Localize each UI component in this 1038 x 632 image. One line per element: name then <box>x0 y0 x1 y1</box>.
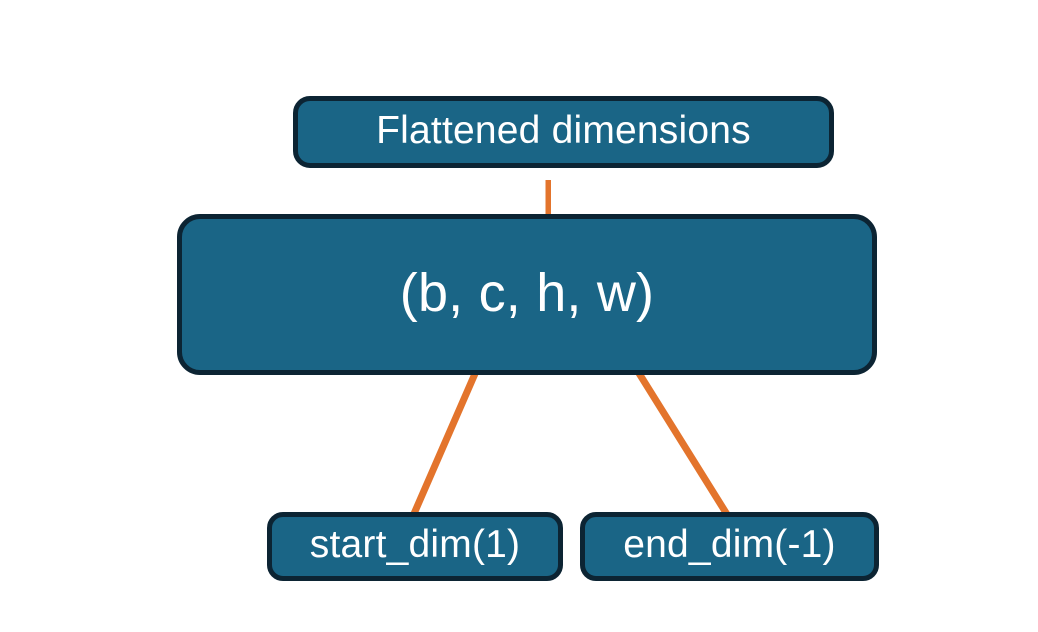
node-end-dim-label: end_dim(-1) <box>623 523 836 566</box>
node-start-dim-label: start_dim(1) <box>309 523 521 566</box>
node-tensor-shape[interactable]: (b, c, h, w) <box>177 214 877 375</box>
node-start-dim[interactable]: start_dim(1) <box>267 512 563 581</box>
node-flattened-dimensions-label: Flattened dimensions <box>376 108 751 152</box>
node-tensor-shape-label: (b, c, h, w) <box>399 262 655 323</box>
node-end-dim[interactable]: end_dim(-1) <box>580 512 879 581</box>
node-flattened-dimensions[interactable]: Flattened dimensions <box>293 96 834 168</box>
